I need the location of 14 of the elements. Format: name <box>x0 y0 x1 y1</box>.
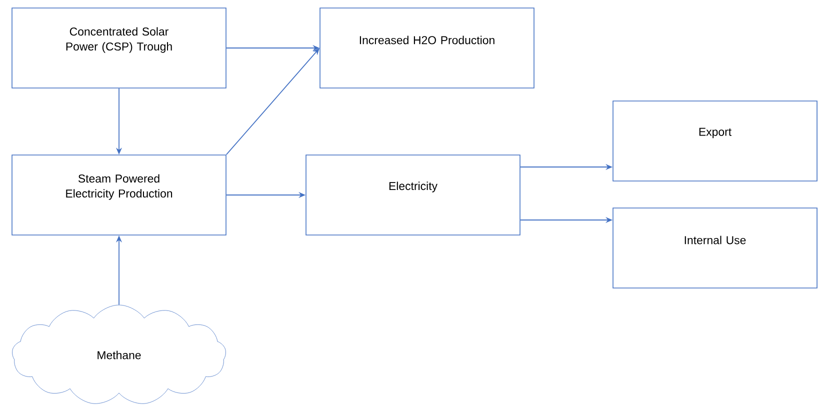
node-label: Electricity <box>389 182 438 192</box>
node-label: Steam Powered Electricity Production <box>66 174 172 200</box>
process-box <box>612 208 818 288</box>
node-label: Export <box>699 128 732 138</box>
node-label: Increased H2O Production <box>360 36 494 44</box>
process-box <box>306 154 520 236</box>
process-box <box>12 154 226 236</box>
node-label: Internal Use <box>684 236 746 244</box>
process-box <box>320 8 534 88</box>
process-box <box>12 8 226 88</box>
cloud-shape <box>12 304 226 404</box>
node-label: Methane <box>98 350 141 360</box>
process-box <box>612 100 818 182</box>
node-label: Concentrated Solar Power (CSP) Trough <box>66 27 172 53</box>
